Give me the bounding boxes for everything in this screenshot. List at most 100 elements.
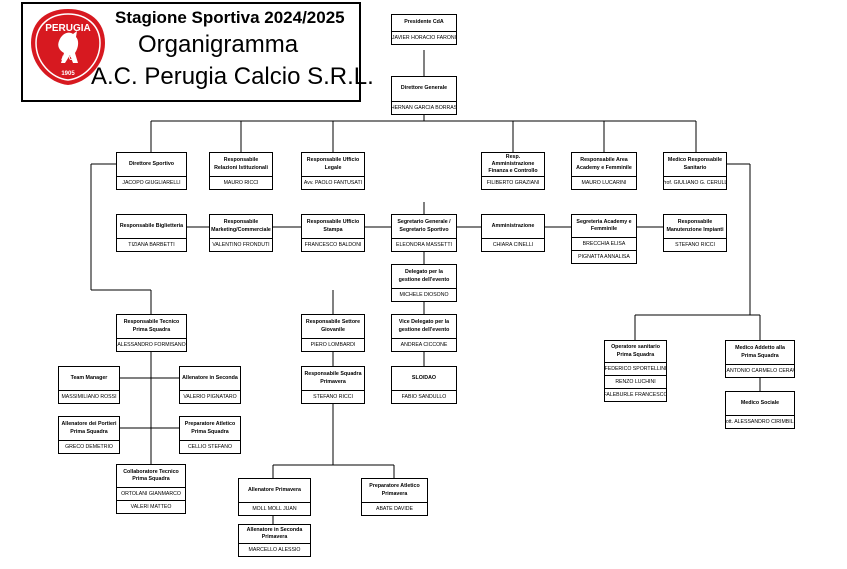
role-title: Direttore Sportivo [128, 160, 175, 167]
role-title: Responsabile Biglietteria [119, 222, 184, 229]
person-name: RENZO LUCHINI [605, 375, 666, 388]
person-name: CELLIO STEFANO [180, 440, 240, 453]
org-node: Medico Addetto alla Prima SquadraDott.. … [725, 340, 795, 378]
person-name: ALESSANDRO FORMISANO [117, 338, 186, 351]
person-name: ANDREA CICCONE [392, 338, 456, 351]
role-title: Operatore sanitario Prima Squadra [611, 344, 660, 358]
role-title: Medico Sociale [740, 399, 780, 406]
role-title: Direttore Generale [400, 85, 448, 92]
page-title: Organigramma [138, 31, 299, 58]
person-name: JAVIER HORACIO FARONI [392, 31, 456, 44]
role-title: Responsabile Squadra Primavera [304, 371, 362, 385]
person-name: VALERI MATTEO [117, 500, 185, 513]
role-title: Responsabile Marketing/Commerciale [211, 219, 271, 233]
role-title: Segretario Generale / Segretario Sportiv… [397, 219, 451, 233]
person-name: TIZIANA BARBETTI [117, 238, 186, 251]
org-node: Vice Delegato per la gestione dell'event… [391, 314, 457, 352]
person-name: FILIBERTO GRAZIANI [482, 176, 544, 189]
logo-text: PERUGIA [45, 23, 91, 34]
role-title: Collaboratore Tecnico Prima Squadra [123, 468, 179, 482]
person-name: MAURO LUCARINI [572, 176, 636, 189]
person-name: MAURO RICCI [210, 176, 272, 189]
role-title: Team Manager [70, 374, 108, 381]
role-title: Vice Delegato per la gestione dell'event… [398, 319, 450, 333]
org-node: SLO/DAO FABIO SANDULLO [391, 366, 457, 404]
person-name: MARCELLO ALESSIO [239, 543, 310, 556]
role-title: Allenatore Primavera [248, 486, 301, 493]
role-title: Preparatore Atletico Prima Squadra [184, 421, 236, 435]
role-title: Responsabile Relazioni Istituzionali [214, 157, 268, 171]
person-name: MICHELE DIOSONO [392, 288, 456, 301]
role-title: Preparatore Atletico Primavera [369, 483, 420, 497]
person-name: CHIARA CINELLI [482, 238, 544, 251]
role-title: Responsabile Ufficio Stampa [306, 219, 360, 233]
person-name: FRANCESCO BALDONI [302, 238, 364, 251]
role-title: Allenatore in Seconda [182, 374, 238, 381]
person-name: FABIO SANDULLO [392, 390, 456, 403]
role-title: Responsabile Ufficio Legale [306, 157, 360, 171]
person-name: VALENTINO FRONDUTI [210, 238, 272, 251]
person-name: FEDERICO SPORTELLINI [605, 362, 666, 375]
person-name: FALEBURLE FRANCESCO [605, 388, 666, 401]
person-name: HERNAN GARCIA BORRAS [392, 101, 456, 114]
role-title: Allenatore in Seconda Primavera [246, 526, 303, 540]
person-name: STEFANO RICCI [302, 390, 364, 403]
header-panel: PERUGIA A. C. 1905 Stagione Sportiva 202… [21, 2, 374, 102]
person-name: Dott. ALESSANDRO CIRIMBILLI [726, 415, 794, 428]
role-title: Medico Responsabile Sanitario [667, 157, 723, 171]
person-name: VALERIO PIGNATARO [180, 390, 240, 403]
person-name: ABATE DAVIDE [362, 502, 427, 515]
role-title: Segreteria Academy e Femminile [576, 218, 632, 232]
person-name: Avv. PAOLO FANTUSATI [302, 176, 364, 189]
org-node: Medico SocialeDott. ALESSANDRO CIRIMBILL… [725, 391, 795, 429]
org-node: Segretario Generale / Segretario Sportiv… [391, 214, 457, 252]
logo-ac: A. C. [61, 56, 75, 62]
person-name: STEFANO RICCI [664, 238, 726, 251]
role-title: SLO/DAO [411, 374, 437, 381]
org-node: Resp. Amministrazione Finanza e Controll… [481, 152, 545, 190]
person-name: JACOPO GIUGLIARELLI [117, 176, 186, 189]
role-title: Amministrazione [491, 222, 535, 229]
person-name: Prof. GIULIANO G. CERULLI [664, 176, 726, 189]
role-title: Presidente CdA [404, 19, 444, 26]
person-name: ELEONORA MASSETTI [392, 238, 456, 251]
person-name: Dott.. ANTONIO CARMELO CERAVOLO [726, 364, 794, 377]
person-name: MOLL MOLL JUAN [239, 502, 310, 515]
role-title: Responsabile Tecnico Prima Squadra [123, 319, 180, 333]
role-title: Allenatore dei Portieri Prima Squadra [61, 421, 117, 435]
person-name: GRECO DEMETRIO [59, 440, 119, 453]
logo-year: 1905 [61, 71, 75, 77]
club-name: A.C. Perugia Calcio S.R.L. [91, 63, 374, 90]
club-logo-icon: PERUGIA A. C. 1905 [31, 9, 105, 85]
role-title: Responsabile Settore Giovanile [305, 319, 361, 333]
person-name: PIERO LOMBARDI [302, 338, 364, 351]
season-label: Stagione Sportiva 2024/2025 [115, 8, 345, 27]
role-title: Responsabile Area Academy e Femminile [576, 157, 632, 171]
person-name: BRECCHIA ELISA [572, 237, 636, 250]
